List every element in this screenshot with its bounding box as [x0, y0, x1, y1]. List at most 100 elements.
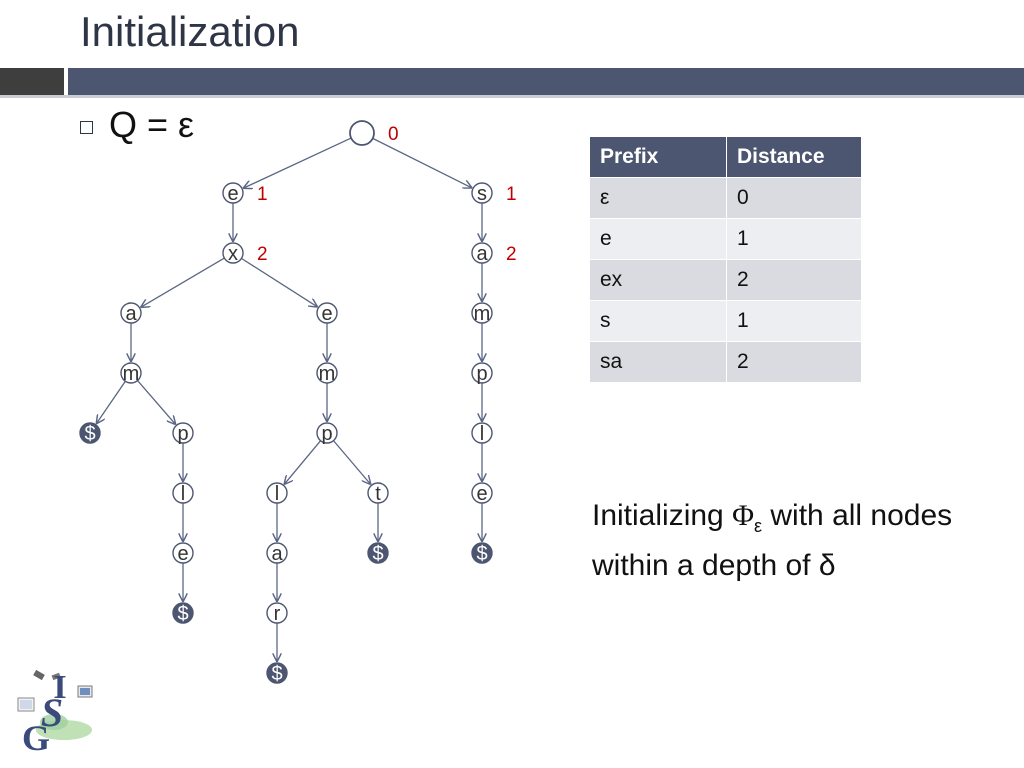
node-circle: [266, 602, 288, 624]
tree-node: r: [266, 602, 288, 625]
terminal-node: $: [471, 542, 493, 565]
node-circle: [471, 482, 493, 504]
node-circle: [349, 120, 375, 146]
node-circle: [172, 482, 194, 504]
prefix-cell: e: [589, 218, 727, 260]
node-label: m: [474, 303, 491, 325]
terminal-node: $: [266, 662, 288, 685]
tree-node: l: [471, 422, 493, 445]
tree-edge: [284, 440, 322, 485]
tree-node: m: [471, 302, 493, 325]
tree-edge: [372, 137, 472, 188]
node-circle: [471, 302, 493, 324]
node-label: l: [480, 423, 484, 445]
tree-node: p: [316, 422, 338, 445]
tree-edge: [243, 137, 352, 188]
header-band-shadow: [0, 95, 1024, 98]
node-circle: [471, 242, 493, 264]
distance-label: 2: [257, 244, 268, 265]
tree-edge: [332, 440, 370, 485]
header-band: [68, 68, 1024, 95]
tree-edge: [96, 380, 126, 424]
node-circle: [172, 542, 194, 564]
node-label: a: [271, 543, 283, 565]
tree-node: m: [120, 362, 142, 385]
bullet-text: Q = ε: [109, 104, 195, 145]
distance-cell: 2: [726, 259, 862, 301]
distance-label: 0: [388, 124, 399, 145]
table-row: s 1: [589, 300, 862, 342]
terminal-node: $: [79, 422, 101, 445]
distance-cell: 0: [726, 177, 862, 219]
svg-text:G: G: [22, 718, 50, 754]
igs-logo: I S G: [17, 669, 93, 754]
node-label: l: [275, 483, 279, 505]
prefix-cell: sa: [589, 341, 727, 383]
node-label: a: [125, 303, 137, 325]
prefix-cell: s: [589, 300, 727, 342]
tree-node: e: [471, 482, 493, 505]
tree-node: l: [172, 482, 194, 505]
edges-layer: [96, 137, 482, 662]
phi-subscript: ε: [754, 516, 763, 536]
distance-label: 2: [506, 244, 517, 265]
node-circle: [367, 482, 389, 504]
node-circle: [316, 302, 338, 324]
node-circle: [266, 482, 288, 504]
distance-label: 1: [257, 184, 268, 205]
node-circle: [172, 422, 194, 444]
node-label: p: [476, 363, 487, 385]
node-circle: [222, 242, 244, 264]
table-header-row: Prefix Distance: [589, 136, 862, 178]
slide-title: Initialization: [80, 8, 300, 55]
node-circle: [471, 542, 493, 564]
table-row: ex 2: [589, 259, 862, 301]
prefix-cell: ε: [589, 177, 727, 219]
tree-node: m: [316, 362, 338, 385]
terminal-node: $: [367, 542, 389, 565]
node-circle: [316, 362, 338, 384]
table-row: e 1: [589, 218, 862, 260]
distance-table: Prefix Distance ε 0 e 1 ex 2 s 1 sa 2: [589, 136, 862, 383]
root-node: 0: [349, 120, 399, 146]
node-label: x: [228, 243, 238, 265]
distance-cell: 2: [726, 341, 862, 383]
bullet-item: Q = ε: [80, 104, 194, 146]
node-circle: [172, 602, 194, 624]
node-circle: [471, 422, 493, 444]
node-label: e: [177, 543, 188, 565]
node-label: $: [177, 603, 188, 625]
column-header-distance: Distance: [726, 136, 862, 178]
node-label: e: [321, 303, 332, 325]
tree-node: t: [367, 482, 389, 505]
phi-symbol: Φ: [732, 499, 755, 532]
tree-node: a: [120, 302, 142, 325]
tree-node: p: [471, 362, 493, 385]
tree-node: l: [266, 482, 288, 505]
column-header-prefix: Prefix: [589, 136, 727, 178]
tree-node: e: [172, 542, 194, 565]
svg-text:I: I: [53, 669, 66, 706]
node-label: m: [319, 363, 336, 385]
tree-edge: [241, 257, 317, 307]
node-label: e: [476, 483, 487, 505]
note-text-before: Initializing: [592, 499, 733, 532]
node-circle: [266, 542, 288, 564]
node-circle: [120, 302, 142, 324]
node-circle: [120, 362, 142, 384]
table-row: ε 0: [589, 177, 862, 219]
node-circle: [222, 182, 244, 204]
table-row: sa 2: [589, 341, 862, 383]
node-circle: [471, 182, 493, 204]
node-circle: [79, 422, 101, 444]
tree-edge: [140, 257, 225, 307]
distance-cell: 1: [726, 300, 862, 342]
distance-label: 1: [506, 184, 517, 205]
node-label: $: [476, 543, 487, 565]
node-circle: [266, 662, 288, 684]
tree-edge: [137, 380, 176, 425]
